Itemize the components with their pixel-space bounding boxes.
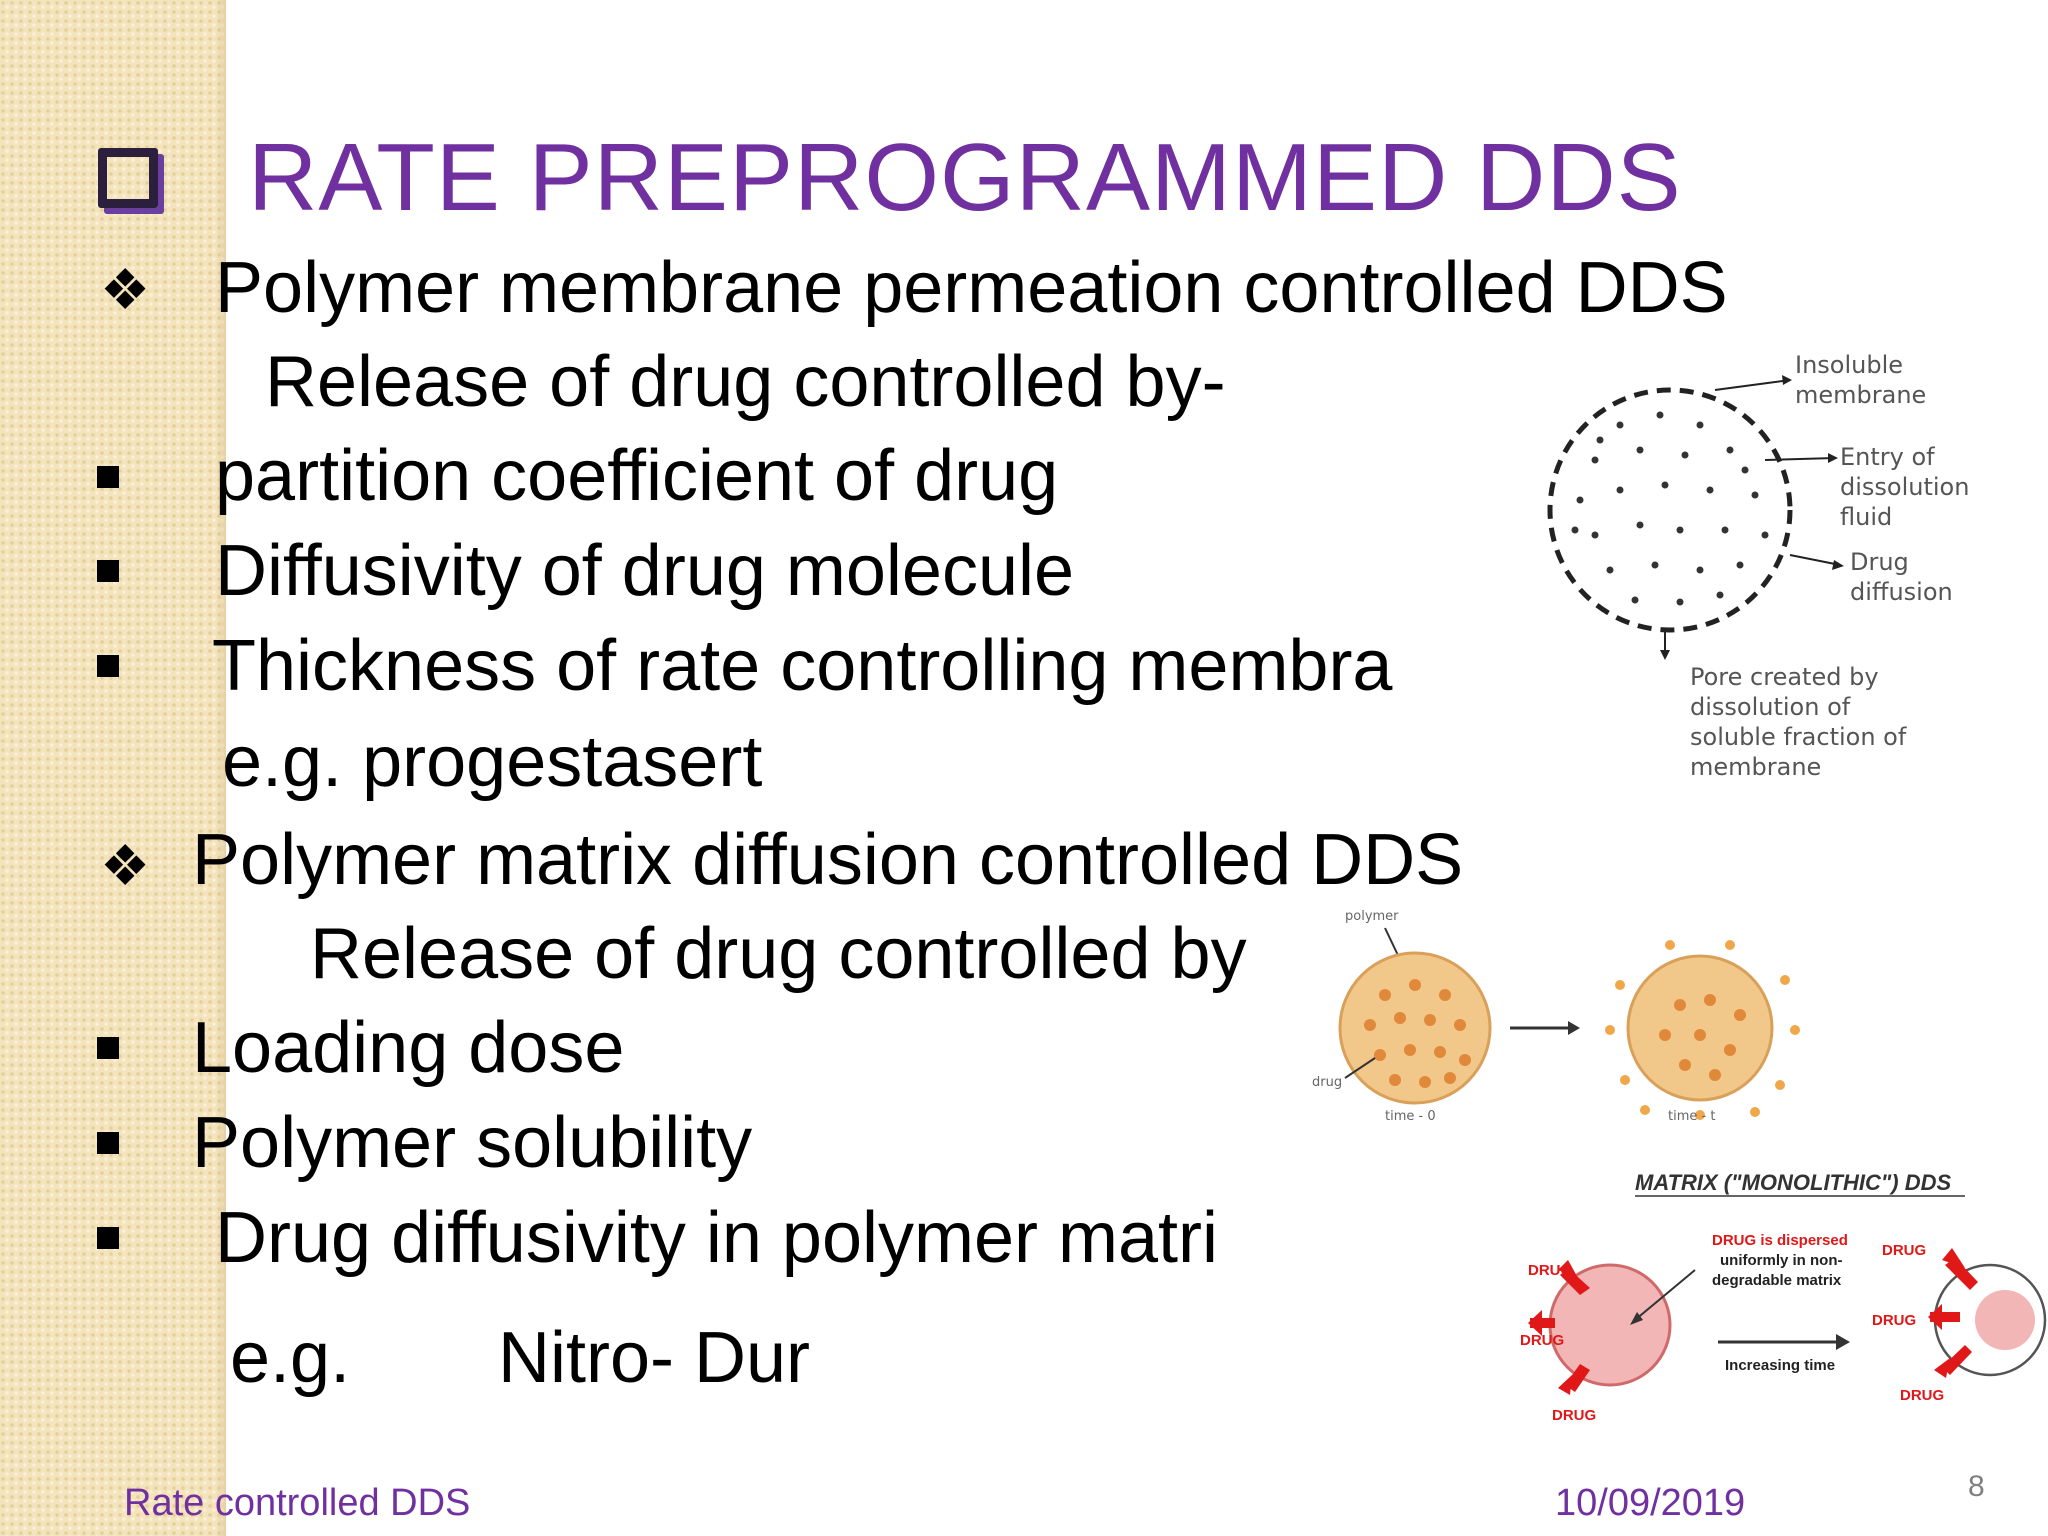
monolithic-dds-diagram: MATRIX ("MONOLITHIC") DDS DRUG DRUG DRUG… bbox=[1520, 1170, 2047, 1424]
square-bullet-icon bbox=[97, 1227, 119, 1249]
fig3-drug-label: DRUG bbox=[1520, 1332, 1564, 1349]
diamond-bullet-icon: ❖ bbox=[100, 258, 151, 321]
section1-intro: Release of drug controlled by- bbox=[265, 342, 1226, 422]
fig3-drug-label: DRUG bbox=[1900, 1387, 1944, 1404]
section2-item: Loading dose bbox=[192, 1008, 625, 1088]
square-bullet-icon bbox=[97, 466, 119, 488]
square-bullet-icon bbox=[97, 1132, 119, 1154]
section2-example-prefix: e.g. bbox=[230, 1318, 351, 1398]
fig2-timet: time - t bbox=[1668, 1109, 1715, 1124]
fig3-drug-label: DRUG bbox=[1528, 1262, 1572, 1279]
fig1-pore-3: soluble fraction of bbox=[1690, 723, 1907, 751]
fig1-drug: Drug bbox=[1850, 548, 1909, 576]
section2-example-name: Nitro- Dur bbox=[498, 1318, 811, 1398]
section2-heading: Polymer matrix diffusion controlled DDS bbox=[192, 820, 1464, 900]
footer-date: 10/09/2019 bbox=[1555, 1482, 1746, 1524]
fig3-increasing: Increasing time bbox=[1725, 1357, 1835, 1374]
fig1-pore-1: Pore created by bbox=[1690, 663, 1879, 691]
section2-item: Drug diffusivity in polymer matri bbox=[215, 1198, 1218, 1278]
fig2-time0: time - 0 bbox=[1385, 1109, 1436, 1124]
fig1-diffusion: diffusion bbox=[1850, 578, 1953, 606]
fig1-pore-4: membrane bbox=[1690, 753, 1821, 781]
page-number: 8 bbox=[1968, 1470, 1985, 1503]
fig2-drug: drug bbox=[1312, 1075, 1342, 1090]
matrix-diffusion-diagram: polymer drug time - 0 time - t bbox=[1312, 909, 1800, 1124]
section1-example: e.g. progestasert bbox=[222, 722, 763, 802]
fig3-drug-label: DRUG bbox=[1552, 1407, 1596, 1424]
fig3-drug-label: DRUG bbox=[1872, 1312, 1916, 1329]
fig2-polymer: polymer bbox=[1345, 909, 1399, 924]
fig1-membrane: membrane bbox=[1795, 381, 1926, 409]
slide-title: RATE PREPROGRAMMED DDS bbox=[248, 124, 1682, 231]
decorative-side-strip bbox=[0, 0, 226, 1536]
fig1-dissolution: dissolution bbox=[1840, 473, 1969, 501]
section2-item: Polymer solubility bbox=[192, 1103, 753, 1183]
footer-title: Rate controlled DDS bbox=[124, 1482, 471, 1524]
fig1-entry: Entry of bbox=[1840, 443, 1935, 471]
slide-title-row: RATE PREPROGRAMMED DDS bbox=[98, 124, 1682, 231]
fig1-fluid: fluid bbox=[1840, 503, 1892, 531]
section1-heading: Polymer membrane permeation controlled D… bbox=[215, 248, 1728, 328]
section1-item: partition coefficient of drug bbox=[215, 436, 1059, 516]
fig3-title: MATRIX ("MONOLITHIC") DDS bbox=[1635, 1170, 1952, 1195]
checkbox-bullet-icon bbox=[98, 148, 158, 208]
section1-item: Diffusivity of drug molecule bbox=[215, 531, 1075, 611]
fig3-desc-2: uniformly in non- bbox=[1720, 1252, 1842, 1269]
diamond-bullet-icon: ❖ bbox=[100, 834, 151, 897]
square-bullet-icon bbox=[97, 560, 119, 582]
square-bullet-icon bbox=[97, 1037, 119, 1059]
fig3-drug-label: DRUG bbox=[1882, 1242, 1926, 1259]
fig1-insoluble: Insoluble bbox=[1795, 351, 1903, 379]
section1-item: Thickness of rate controlling membra bbox=[212, 626, 1393, 706]
square-bullet-icon bbox=[97, 655, 119, 677]
fig1-pore-2: dissolution of bbox=[1690, 693, 1851, 721]
fig3-desc-1: DRUG is dispersed bbox=[1712, 1232, 1848, 1249]
fig3-desc-3: degradable matrix bbox=[1712, 1272, 1842, 1289]
section2-intro: Release of drug controlled by bbox=[310, 914, 1247, 994]
membrane-permeation-diagram: Insoluble membrane Entry of dissolution … bbox=[1547, 351, 1969, 781]
